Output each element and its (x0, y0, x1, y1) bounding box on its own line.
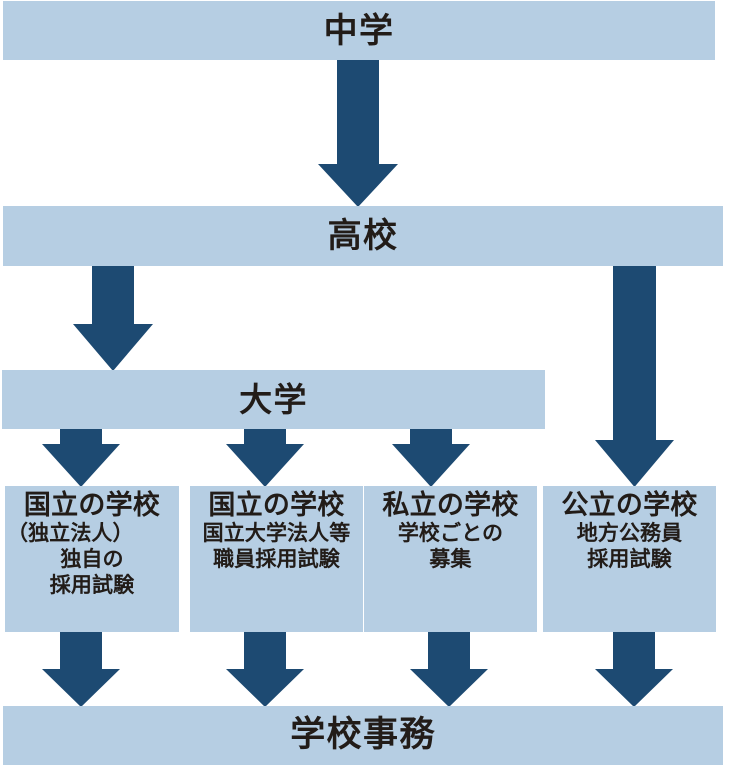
arrow-daigaku-to-box3 (392, 429, 470, 487)
box-sub-line: 採用試験 (587, 546, 672, 571)
node-chugaku-label: 中学 (323, 10, 395, 51)
box-koritsu: 公立の学校 地方公務員 採用試験 (543, 486, 716, 632)
arrow-koko-to-daigaku (73, 266, 153, 371)
arrow-box2-to-jimu (226, 632, 304, 707)
box-sub-line: 募集 (429, 546, 472, 571)
node-koko: 高校 (3, 206, 723, 266)
node-gakko-jimu: 学校事務 (3, 706, 723, 765)
box-sub-line: （独立法人） (7, 521, 134, 546)
node-daigaku: 大学 (2, 370, 545, 429)
box-shiritsu: 私立の学校 学校ごとの 募集 (364, 486, 537, 632)
node-koko-label: 高校 (327, 216, 399, 256)
box-kokuritsu-hojin: 国立の学校 国立大学法人等 職員採用試験 (190, 486, 363, 632)
arrow-chugaku-to-koko (318, 60, 398, 207)
box-sub-line: 地方公務員 (576, 521, 683, 546)
box-sub-line: 学校ごとの (397, 521, 504, 546)
node-daigaku-label: 大学 (239, 380, 308, 419)
node-gakko-jimu-label: 学校事務 (290, 715, 436, 755)
box-sub-line: 独自の (60, 546, 124, 571)
arrow-box3-to-jimu (410, 632, 488, 707)
arrow-box1-to-jimu (42, 632, 120, 707)
arrow-box4-to-jimu (595, 632, 673, 707)
arrow-koko-to-koritsu (595, 266, 674, 487)
box-title: 国立の学校 (23, 490, 161, 521)
node-chugaku: 中学 (3, 1, 715, 60)
box-kokuritsu-dokuritsu: 国立の学校 （独立法人） 独自の 採用試験 (5, 486, 179, 632)
box-title: 私立の学校 (382, 490, 519, 521)
box-sub-line: 職員採用試験 (213, 546, 340, 571)
box-title: 国立の学校 (208, 490, 345, 521)
arrow-daigaku-to-box2 (226, 429, 304, 487)
arrow-daigaku-to-box1 (42, 429, 120, 487)
box-title: 公立の学校 (561, 490, 698, 521)
box-sub-line: 国立大学法人等 (202, 521, 351, 546)
box-sub-line: 採用試験 (49, 572, 135, 597)
